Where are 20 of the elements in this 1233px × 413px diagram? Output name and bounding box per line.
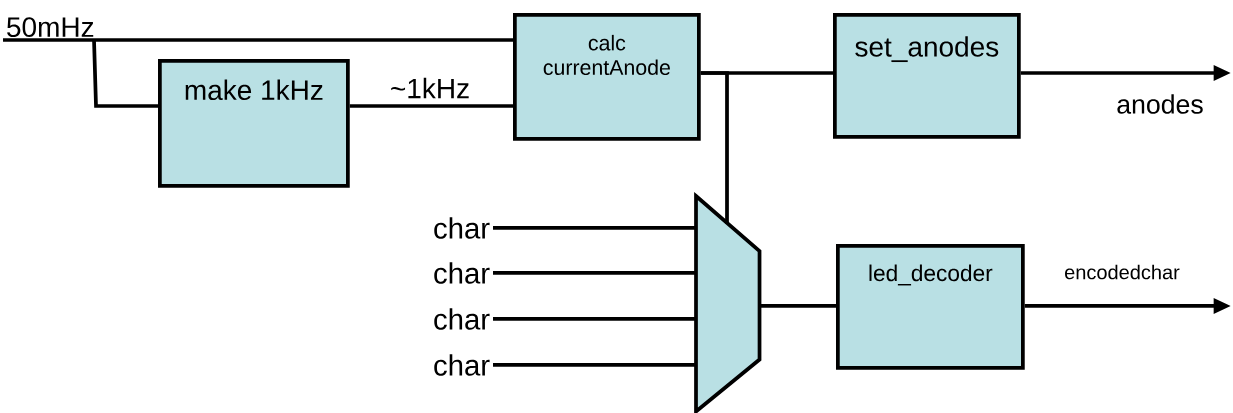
connector-line bbox=[493, 363, 696, 367]
signal-label: 50mHz bbox=[7, 17, 94, 38]
connector-line bbox=[759, 304, 836, 308]
signal-label: char bbox=[434, 354, 490, 376]
connector-line bbox=[493, 226, 696, 230]
process-box: make 1kHz bbox=[158, 59, 350, 188]
process-box: calc currentAnode bbox=[513, 13, 701, 141]
connector-line bbox=[700, 71, 729, 224]
signal-label: char bbox=[434, 217, 490, 239]
process-box: set_anodes bbox=[833, 13, 1021, 139]
connector-line bbox=[3, 38, 513, 42]
process-box: led_decoder bbox=[836, 244, 1025, 370]
signal-label: char bbox=[434, 308, 490, 330]
connector-line bbox=[493, 271, 696, 275]
edge-label: encodedchar bbox=[1062, 263, 1182, 281]
connector-line bbox=[493, 317, 696, 321]
signal-label: char bbox=[434, 262, 490, 284]
edge-label: anodes bbox=[1114, 92, 1206, 116]
connector-line bbox=[349, 104, 513, 108]
edge-label: ~1kHz bbox=[388, 76, 472, 100]
